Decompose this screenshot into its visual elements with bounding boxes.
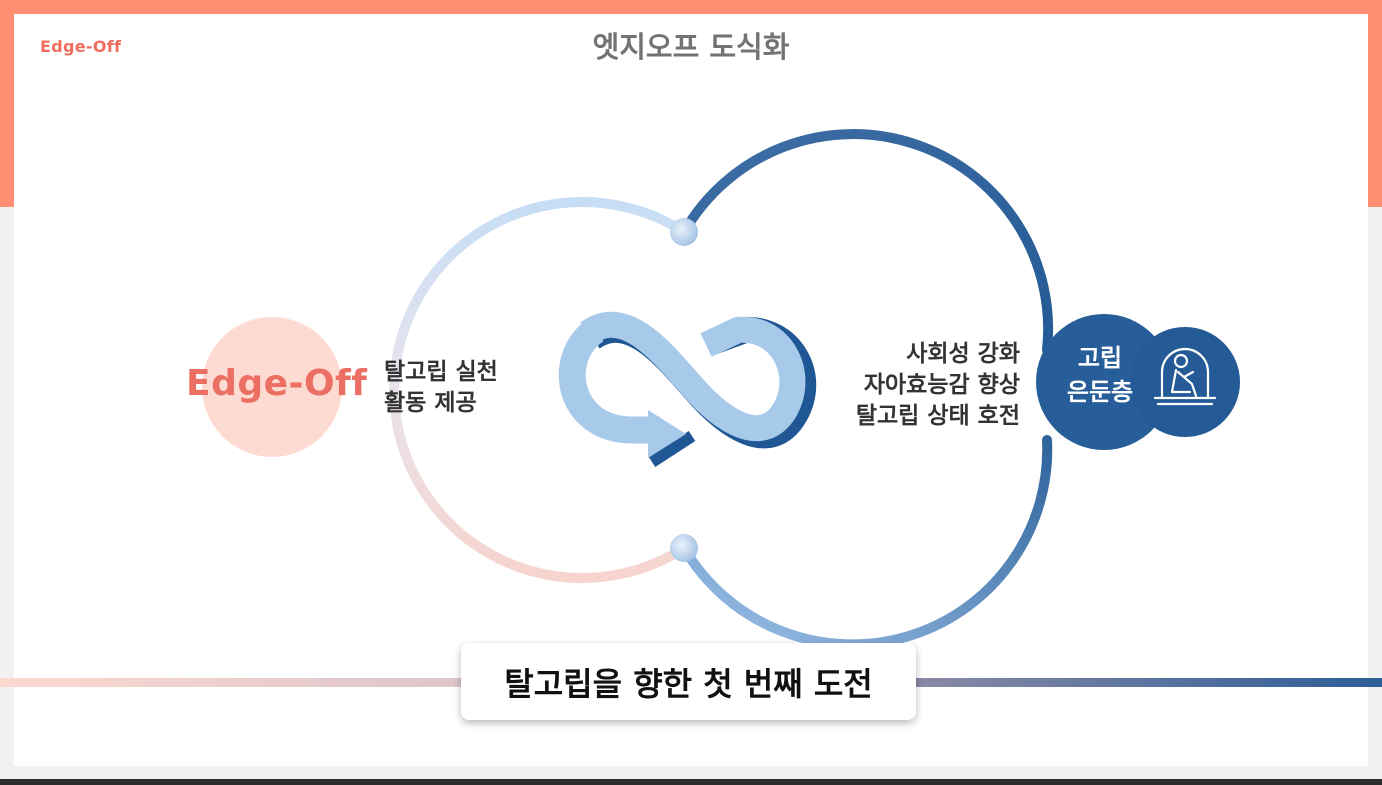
separator-line-right [916, 678, 1382, 687]
isolated-person-window-icon [1153, 347, 1217, 406]
right-description: 사회성 강화 자아효능감 향상 탈고립 상태 호전 [820, 339, 1020, 432]
isolation-node [1036, 314, 1172, 450]
isolation-icon-node [1130, 327, 1240, 437]
infinity-cycle-icon [558, 311, 817, 468]
right-description-line: 자아효능감 향상 [863, 372, 1020, 398]
right-loop-bottom [679, 435, 1053, 650]
page-title: 엣지오프 도식화 [592, 30, 790, 64]
left-loop [389, 197, 689, 583]
right-description-line: 사회성 강화 [906, 341, 1020, 367]
isolation-node-label: 고립 은둔층 [1052, 341, 1148, 409]
edge-off-node [202, 317, 342, 457]
edge-off-node-label: Edge-Off [186, 363, 368, 404]
challenge-banner: 탈고립을 향한 첫 번째 도전 [461, 643, 916, 720]
bottom-bar [0, 779, 1382, 785]
junction-dot-bottom [670, 534, 698, 562]
separator-line-left [0, 678, 462, 687]
junction-dot-top [670, 218, 698, 246]
isolation-node-line: 은둔층 [1066, 378, 1134, 406]
left-description: 탈고립 실천 활동 제공 [384, 357, 498, 419]
right-loop-top [679, 129, 1054, 355]
isolation-node-line: 고립 [1077, 344, 1123, 372]
left-description-line: 탈고립 실천 [384, 359, 498, 385]
right-description-line: 탈고립 상태 호전 [855, 403, 1020, 429]
brand-logo: Edge-Off [40, 37, 122, 56]
left-description-line: 활동 제공 [384, 390, 477, 416]
